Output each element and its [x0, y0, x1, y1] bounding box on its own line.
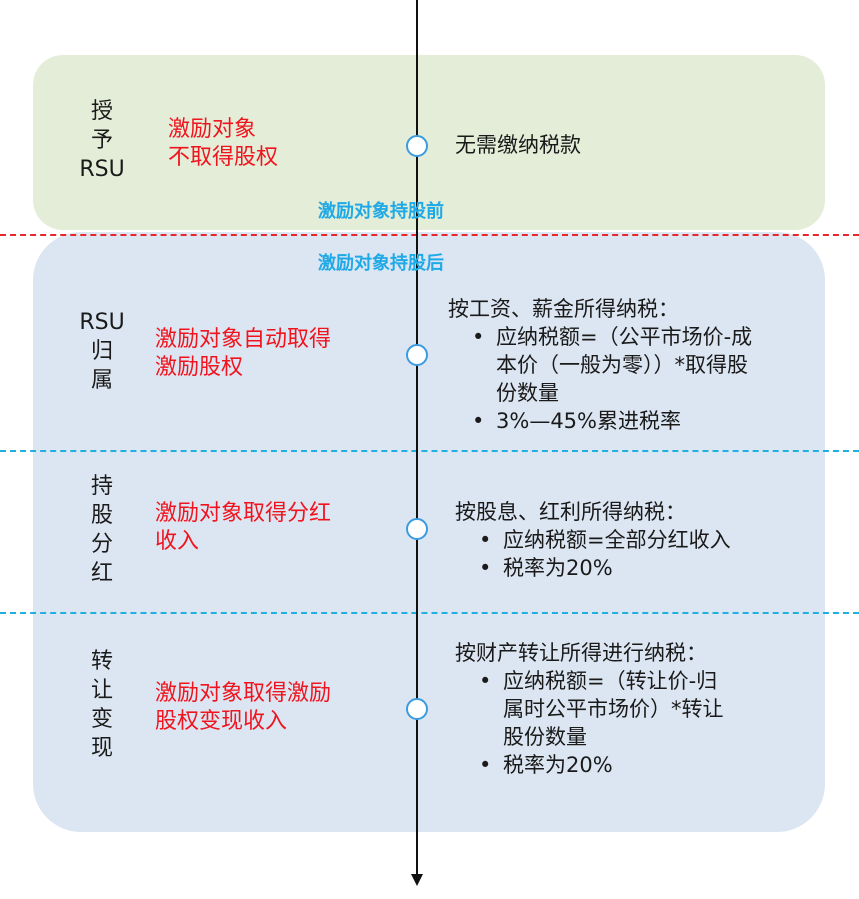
- tax-title-dividend: 按股息、红利所得纳税：: [455, 500, 686, 524]
- tax-block-dividend: 按股息、红利所得纳税： 应纳税额=全部分红收入 税率为20%: [455, 498, 835, 582]
- tax-title-vesting: 按工资、薪金所得纳税：: [448, 297, 679, 321]
- tax-bullet: 应纳税额=（转让价-归 属时公平市场价）*转让 股份数量: [455, 667, 845, 751]
- tax-block-vesting: 按工资、薪金所得纳税： 应纳税额=（公平市场价-成 本价（一般为零））*取得股 …: [448, 295, 838, 435]
- timeline-node: [406, 518, 428, 540]
- timeline-node: [406, 344, 428, 366]
- after-holding-label: 激励对象持股后: [318, 253, 444, 274]
- event-grant: 激励对象 不取得股权: [168, 117, 279, 170]
- holding-boundary-line: [0, 234, 859, 236]
- timeline-axis: [416, 0, 418, 878]
- timeline-node: [406, 698, 428, 720]
- before-holding-label: 激励对象持股前: [318, 201, 444, 222]
- timeline-arrowhead: [411, 874, 423, 886]
- event-vesting: 激励对象自动取得 激励股权: [155, 327, 332, 380]
- tax-bullet: 3%—45%累进税率: [448, 407, 838, 435]
- stage-divider: [0, 450, 859, 452]
- stage-label-grant: 授 予 RSU: [79, 99, 125, 182]
- stage-label-transfer: 转 让 变 现: [90, 649, 113, 761]
- tax-bullets-vesting: 应纳税额=（公平市场价-成 本价（一般为零））*取得股 份数量 3%—45%累进…: [448, 323, 838, 435]
- tax-title-transfer: 按财产转让所得进行纳税：: [455, 641, 707, 665]
- tax-block-transfer: 按财产转让所得进行纳税： 应纳税额=（转让价-归 属时公平市场价）*转让 股份数…: [455, 639, 845, 779]
- tax-title-grant: 无需缴纳税款: [455, 133, 581, 157]
- event-transfer: 激励对象取得激励 股权变现收入: [155, 681, 332, 734]
- stage-divider: [0, 612, 859, 614]
- tax-bullet: 应纳税额=全部分红收入: [455, 526, 835, 554]
- tax-bullets-dividend: 应纳税额=全部分红收入 税率为20%: [455, 526, 835, 582]
- tax-bullet: 应纳税额=（公平市场价-成 本价（一般为零））*取得股 份数量: [448, 323, 838, 407]
- pre-holding-region: [33, 55, 825, 230]
- stage-label-vesting: RSU 归 属: [79, 310, 125, 393]
- stage-label-dividend: 持 股 分 红: [90, 474, 113, 586]
- tax-bullet: 税率为20%: [455, 751, 845, 779]
- tax-bullet: 税率为20%: [455, 554, 835, 582]
- timeline-node: [406, 135, 428, 157]
- event-dividend: 激励对象取得分红 收入: [155, 501, 332, 554]
- tax-bullets-transfer: 应纳税额=（转让价-归 属时公平市场价）*转让 股份数量 税率为20%: [455, 667, 845, 779]
